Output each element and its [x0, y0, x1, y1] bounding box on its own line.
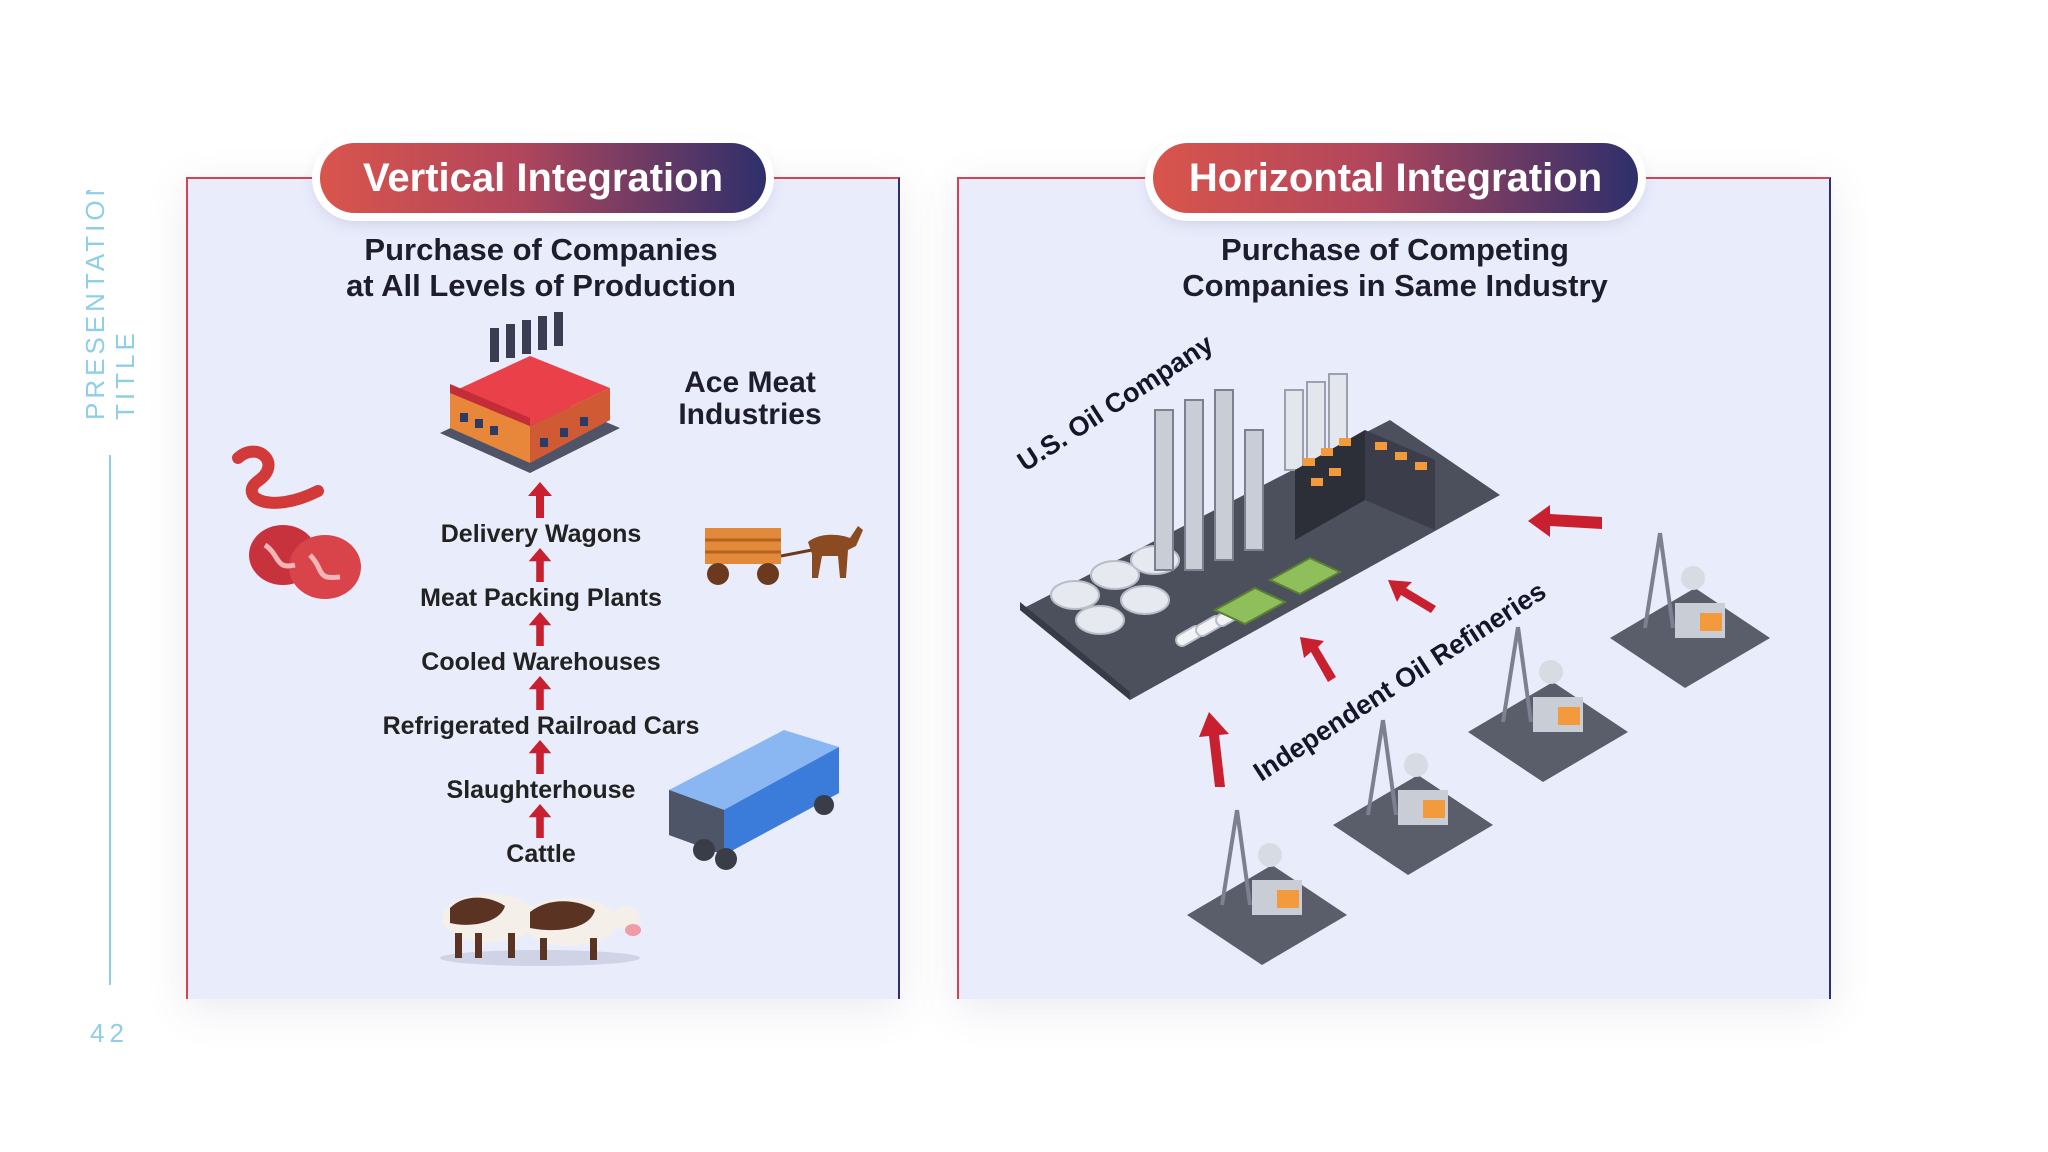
page-number: 42 — [90, 1018, 129, 1048]
steak-icon — [249, 525, 361, 599]
ace-meat-label-line1: Ace Meat — [684, 366, 816, 399]
vertical-integration-heading: Vertical Integration — [320, 143, 766, 213]
arrow-up-icon — [528, 740, 552, 774]
arrow-up-icon — [528, 482, 552, 518]
arrow-icon — [1199, 712, 1229, 787]
step-delivery-wagons: Delivery Wagons — [440, 520, 642, 548]
ace-meat-label: Ace Meat Industries — [660, 367, 840, 431]
oil-company-complex-icon — [1020, 373, 1500, 700]
arrow-icon — [1300, 637, 1336, 682]
ace-meat-label-line2: Industries — [678, 398, 822, 431]
refinery-icon — [1187, 809, 1347, 965]
arrow-icon — [1388, 580, 1436, 613]
horizontal-integration-heading: Horizontal Integration — [1153, 143, 1638, 213]
arrow-icon — [1528, 505, 1602, 537]
vertical-subtitle-line2: at All Levels of Production — [346, 268, 736, 303]
arrow-up-icon — [528, 804, 552, 838]
cattle-icon — [440, 894, 641, 966]
factory-icon — [440, 312, 620, 473]
arrow-up-icon — [528, 548, 552, 582]
vertical-subtitle-line1: Purchase of Companies — [364, 232, 718, 267]
horizontal-subtitle-line1: Purchase of Competing — [1221, 232, 1569, 267]
side-divider — [109, 455, 111, 985]
horizontal-subtitle: Purchase of Competing Companies in Same … — [1140, 232, 1650, 304]
horizontal-subtitle-line2: Companies in Same Industry — [1182, 268, 1608, 303]
refinery-icon — [1468, 626, 1628, 782]
step-meat-packing-plants: Meat Packing Plants — [420, 584, 662, 612]
refrigerated-truck-icon — [669, 730, 839, 870]
arrow-up-icon — [528, 676, 552, 710]
refinery-icon — [1333, 719, 1493, 875]
presentation-title: PRESENTATION TITLE — [80, 190, 140, 420]
step-cattle: Cattle — [506, 840, 576, 868]
arrow-up-icon — [528, 612, 552, 646]
step-refrigerated-railroad-cars: Refrigerated Railroad Cars — [382, 712, 700, 740]
vertical-subtitle: Purchase of Companies at All Levels of P… — [286, 232, 796, 304]
horse-wagon-icon — [705, 526, 863, 585]
step-cooled-warehouses: Cooled Warehouses — [421, 648, 661, 676]
step-slaughterhouse: Slaughterhouse — [446, 776, 636, 804]
refinery-icon — [1610, 532, 1770, 688]
sausage-icon — [232, 445, 324, 509]
